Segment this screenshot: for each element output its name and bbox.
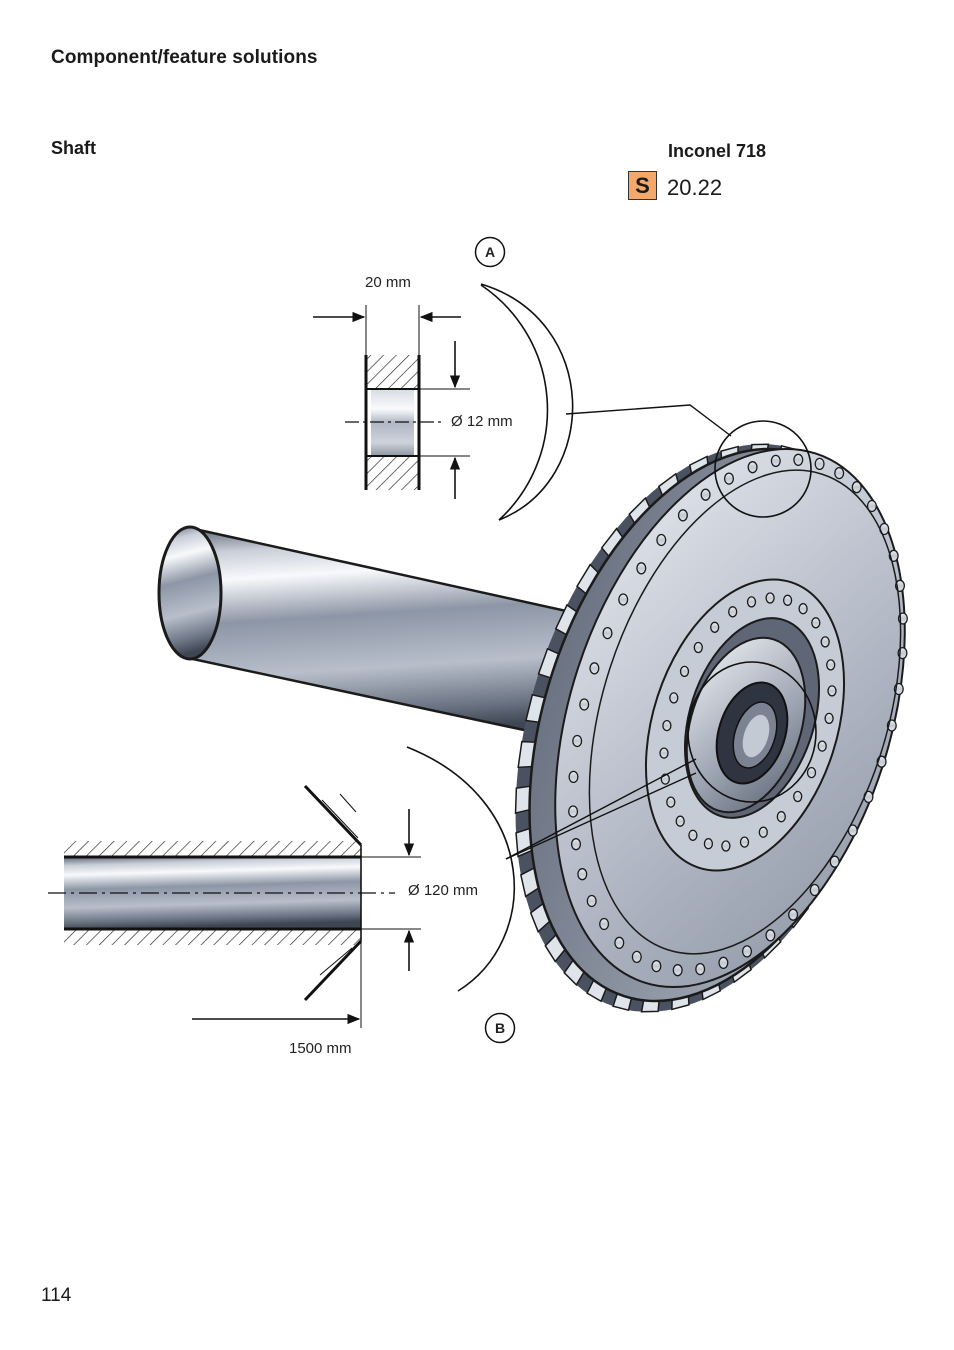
component-title: Shaft [51, 138, 96, 158]
bolt-hole [688, 829, 698, 841]
bolt-hole [651, 959, 662, 973]
bolt-hole [817, 740, 827, 752]
bolt-hole [662, 719, 672, 732]
bolt-hole [602, 626, 613, 640]
bolt-hole [599, 917, 610, 931]
bolt-hole [570, 838, 582, 851]
bolt-hole [765, 929, 776, 942]
bolt-hole [721, 840, 731, 852]
bolt-hole [741, 945, 753, 958]
detail-a-diameter-label: Ø 12 mm [451, 413, 513, 430]
detail-a-marker [565, 404, 812, 518]
callout-a: A [474, 236, 506, 268]
bolt-hole [669, 692, 679, 704]
bolt-hole [636, 562, 647, 575]
bolt-hole [747, 461, 758, 474]
bolt-hole [765, 592, 775, 604]
bolt-hole [798, 603, 808, 615]
bolt-hole [718, 956, 729, 969]
bolt-hole [809, 883, 820, 897]
bolt-hole [703, 838, 714, 850]
bolt-hole [793, 790, 803, 803]
bolt-hole [866, 499, 877, 513]
bolt-hole [746, 596, 757, 608]
bolt-hole [700, 488, 711, 501]
bolt-hole [577, 868, 588, 881]
bolt-hole [811, 617, 821, 629]
bolt-hole [586, 894, 597, 908]
bolt-hole [572, 734, 583, 748]
detail-b-diameter-label: Ø 120 mm [408, 882, 478, 899]
bolt-hole [618, 593, 629, 606]
page-number: 114 [41, 1285, 72, 1306]
bolt-hole [826, 659, 836, 671]
bolt-hole [693, 641, 703, 654]
bolt-hole [656, 533, 667, 547]
bolt-hole [739, 836, 750, 848]
bolt-hole [679, 665, 690, 678]
bolt-hole [793, 453, 804, 466]
detail-a-width-label: 20 mm [365, 274, 411, 291]
bolt-hole [851, 481, 862, 494]
bolt-hole [827, 685, 837, 697]
iso-material-badge: S [628, 171, 657, 200]
bolt-hole [659, 747, 669, 759]
bolt-hole [614, 936, 625, 949]
detail-b-length-label: 1500 mm [289, 1040, 352, 1057]
bolt-hole [806, 766, 817, 779]
bolt-hole [710, 621, 720, 633]
bolt-hole [758, 826, 768, 838]
section-title: Component/feature solutions [51, 47, 318, 68]
detail-b-marker [505, 661, 817, 860]
bolt-hole [589, 662, 600, 675]
bolt-hole [568, 770, 579, 784]
bolt-hole [579, 698, 590, 711]
bolt-hole [782, 594, 793, 606]
bolt-hole [814, 457, 825, 471]
bolt-hole [568, 805, 579, 818]
bolt-hole [723, 472, 735, 485]
bolt-hole [788, 908, 799, 921]
bolt-hole [672, 964, 683, 977]
bolt-hole [770, 454, 781, 468]
bolt-hole [631, 950, 642, 964]
bolt-hole [834, 466, 845, 480]
callout-a-letter: A [485, 244, 495, 260]
bolt-hole [820, 636, 830, 648]
outer-hole-ring [568, 453, 908, 977]
callout-b: B [484, 1012, 516, 1044]
bolt-hole [677, 509, 688, 522]
bolt-hole [829, 855, 840, 868]
material-code: 20.22 [667, 175, 723, 200]
slotted-disc [514, 443, 908, 1013]
shaft-body [157, 525, 582, 744]
detail-a-drawing: 20 mm Ø 12 mm [313, 274, 574, 521]
bolt-hole [776, 811, 786, 823]
bolt-hole [675, 815, 685, 827]
detail-b-drawing: Ø 120 mm 1500 mm [48, 746, 516, 1057]
callout-b-letter: B [495, 1020, 505, 1036]
bolt-hole [728, 606, 738, 618]
bolt-hole [695, 962, 706, 976]
bolt-hole [824, 712, 834, 725]
material-name: Inconel 718 [668, 141, 767, 161]
inner-hole-ring [659, 592, 837, 852]
bolt-hole [666, 796, 676, 808]
